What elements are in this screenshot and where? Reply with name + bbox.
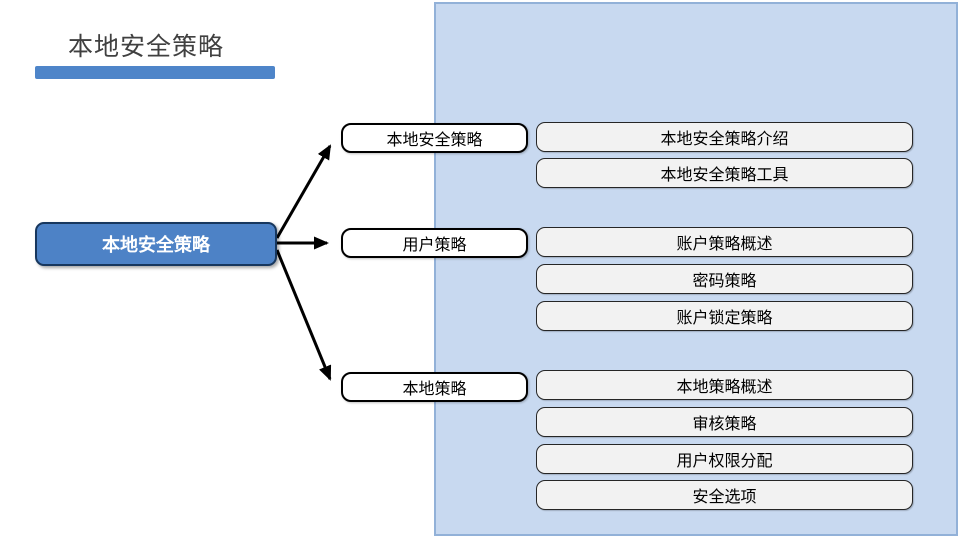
branch-node-local-policy: 本地策略 xyxy=(341,372,528,402)
branch-label: 本地安全策略 xyxy=(386,132,483,149)
leaf-label: 用户权限分配 xyxy=(676,453,773,470)
page-title: 本地安全策略 xyxy=(68,33,225,61)
leaf-node: 本地安全策略工具 xyxy=(536,158,913,188)
leaf-node: 用户权限分配 xyxy=(536,444,913,474)
arrow-to-branch-3 xyxy=(275,249,332,381)
leaf-node: 密码策略 xyxy=(536,264,913,294)
title-underline-bar xyxy=(35,66,275,79)
branch-label: 本地策略 xyxy=(402,381,467,398)
branch-node-local-security-policy: 本地安全策略 xyxy=(341,123,528,153)
root-node-label: 本地安全策略 xyxy=(102,235,210,255)
leaf-node: 账户策略概述 xyxy=(536,227,913,257)
leaf-label: 安全选项 xyxy=(692,489,757,506)
branch-node-user-policy: 用户策略 xyxy=(341,228,528,258)
leaf-label: 本地安全策略介绍 xyxy=(660,131,789,148)
leaf-label: 密码策略 xyxy=(692,273,757,290)
leaf-label: 账户策略概述 xyxy=(676,236,773,253)
leaf-label: 审核策略 xyxy=(692,416,757,433)
leaf-node: 账户锁定策略 xyxy=(536,301,913,331)
arrow-to-branch-1 xyxy=(275,144,332,239)
root-node: 本地安全策略 xyxy=(35,222,277,266)
leaf-node: 本地安全策略介绍 xyxy=(536,122,913,152)
branch-label: 用户策略 xyxy=(402,237,467,254)
leaf-label: 本地策略概述 xyxy=(676,379,773,396)
leaf-node: 本地策略概述 xyxy=(536,370,913,400)
leaf-node: 安全选项 xyxy=(536,480,913,510)
leaf-label: 本地安全策略工具 xyxy=(660,167,789,184)
leaf-label: 账户锁定策略 xyxy=(676,310,773,327)
leaf-node: 审核策略 xyxy=(536,407,913,437)
